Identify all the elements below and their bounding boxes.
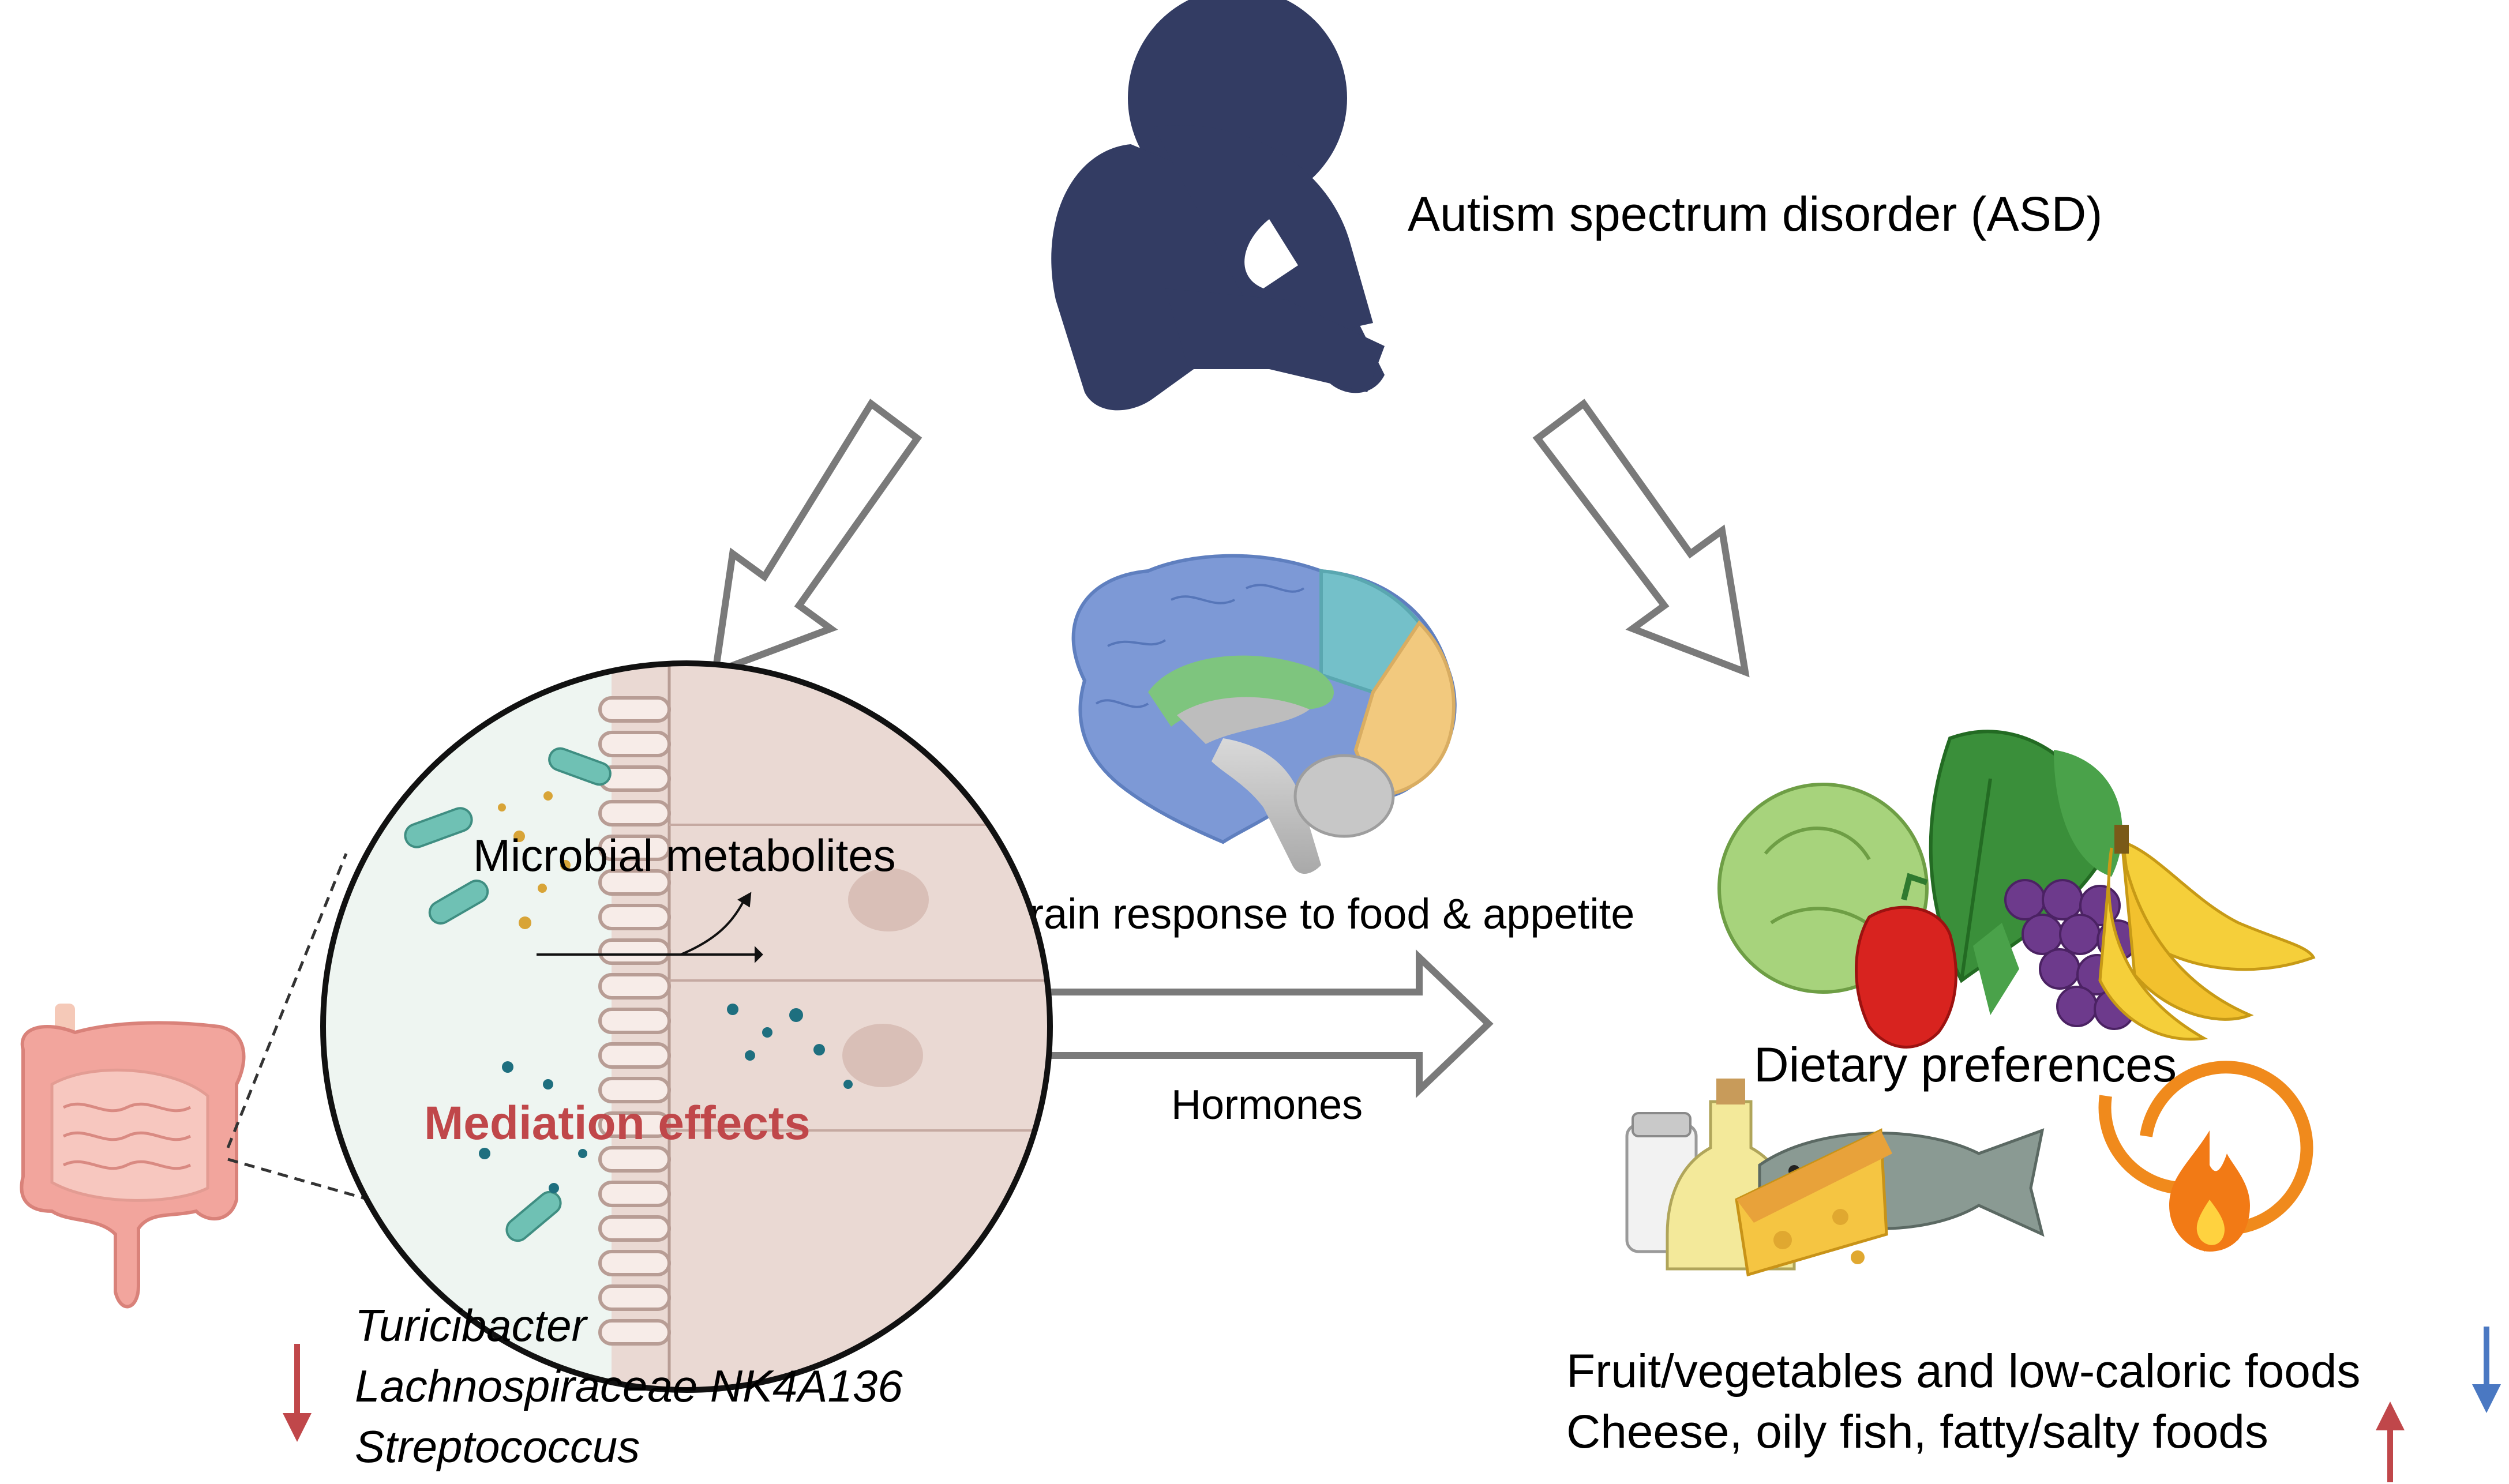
brain-icon <box>1071 554 1457 874</box>
vegetables-fruits-icon <box>1717 730 2316 1049</box>
fat-salt-cheese-fish-icon <box>1625 1079 2045 1277</box>
intestine-icon <box>20 1004 246 1309</box>
mediation-effects-label: Mediation effects <box>424 1097 811 1149</box>
gut-lumen-zoom-icon <box>320 660 1053 1393</box>
hollow-arrow-left <box>711 399 922 678</box>
microbial-metabolites-label: Microbial metabolites <box>473 830 896 881</box>
food-trend-1: Fruit/vegetables and low-caloric foods <box>1566 1345 2360 1397</box>
asd-label: Autism spectrum disorder (ASD) <box>1408 187 2102 241</box>
energy-cycle-icon <box>2098 1061 2313 1252</box>
hollow-arrow-right <box>1532 399 1750 678</box>
trend-up-arrow <box>2376 1402 2405 1482</box>
brain-response-label: Brain response to food & appetite <box>1001 890 1634 938</box>
hormones-label: Hormones <box>1171 1082 1363 1128</box>
decreased-taxa-arrow <box>283 1344 312 1442</box>
taxon-2: Lachnospiraceae NK4A136 <box>355 1361 903 1411</box>
zoom-line-top <box>226 853 348 1148</box>
taxon-1: Turicibacter <box>355 1300 588 1351</box>
hollow-arrow-hormones <box>1044 949 1494 1099</box>
person-hugging-knees-icon <box>1051 0 1385 411</box>
dietary-preferences-label: Dietary preferences <box>1754 1038 2177 1092</box>
food-trend-2: Cheese, oily fish, fatty/salty foods <box>1566 1406 2268 1458</box>
trend-down-arrow <box>2472 1327 2501 1413</box>
taxon-3: Streptococcus <box>355 1421 640 1472</box>
